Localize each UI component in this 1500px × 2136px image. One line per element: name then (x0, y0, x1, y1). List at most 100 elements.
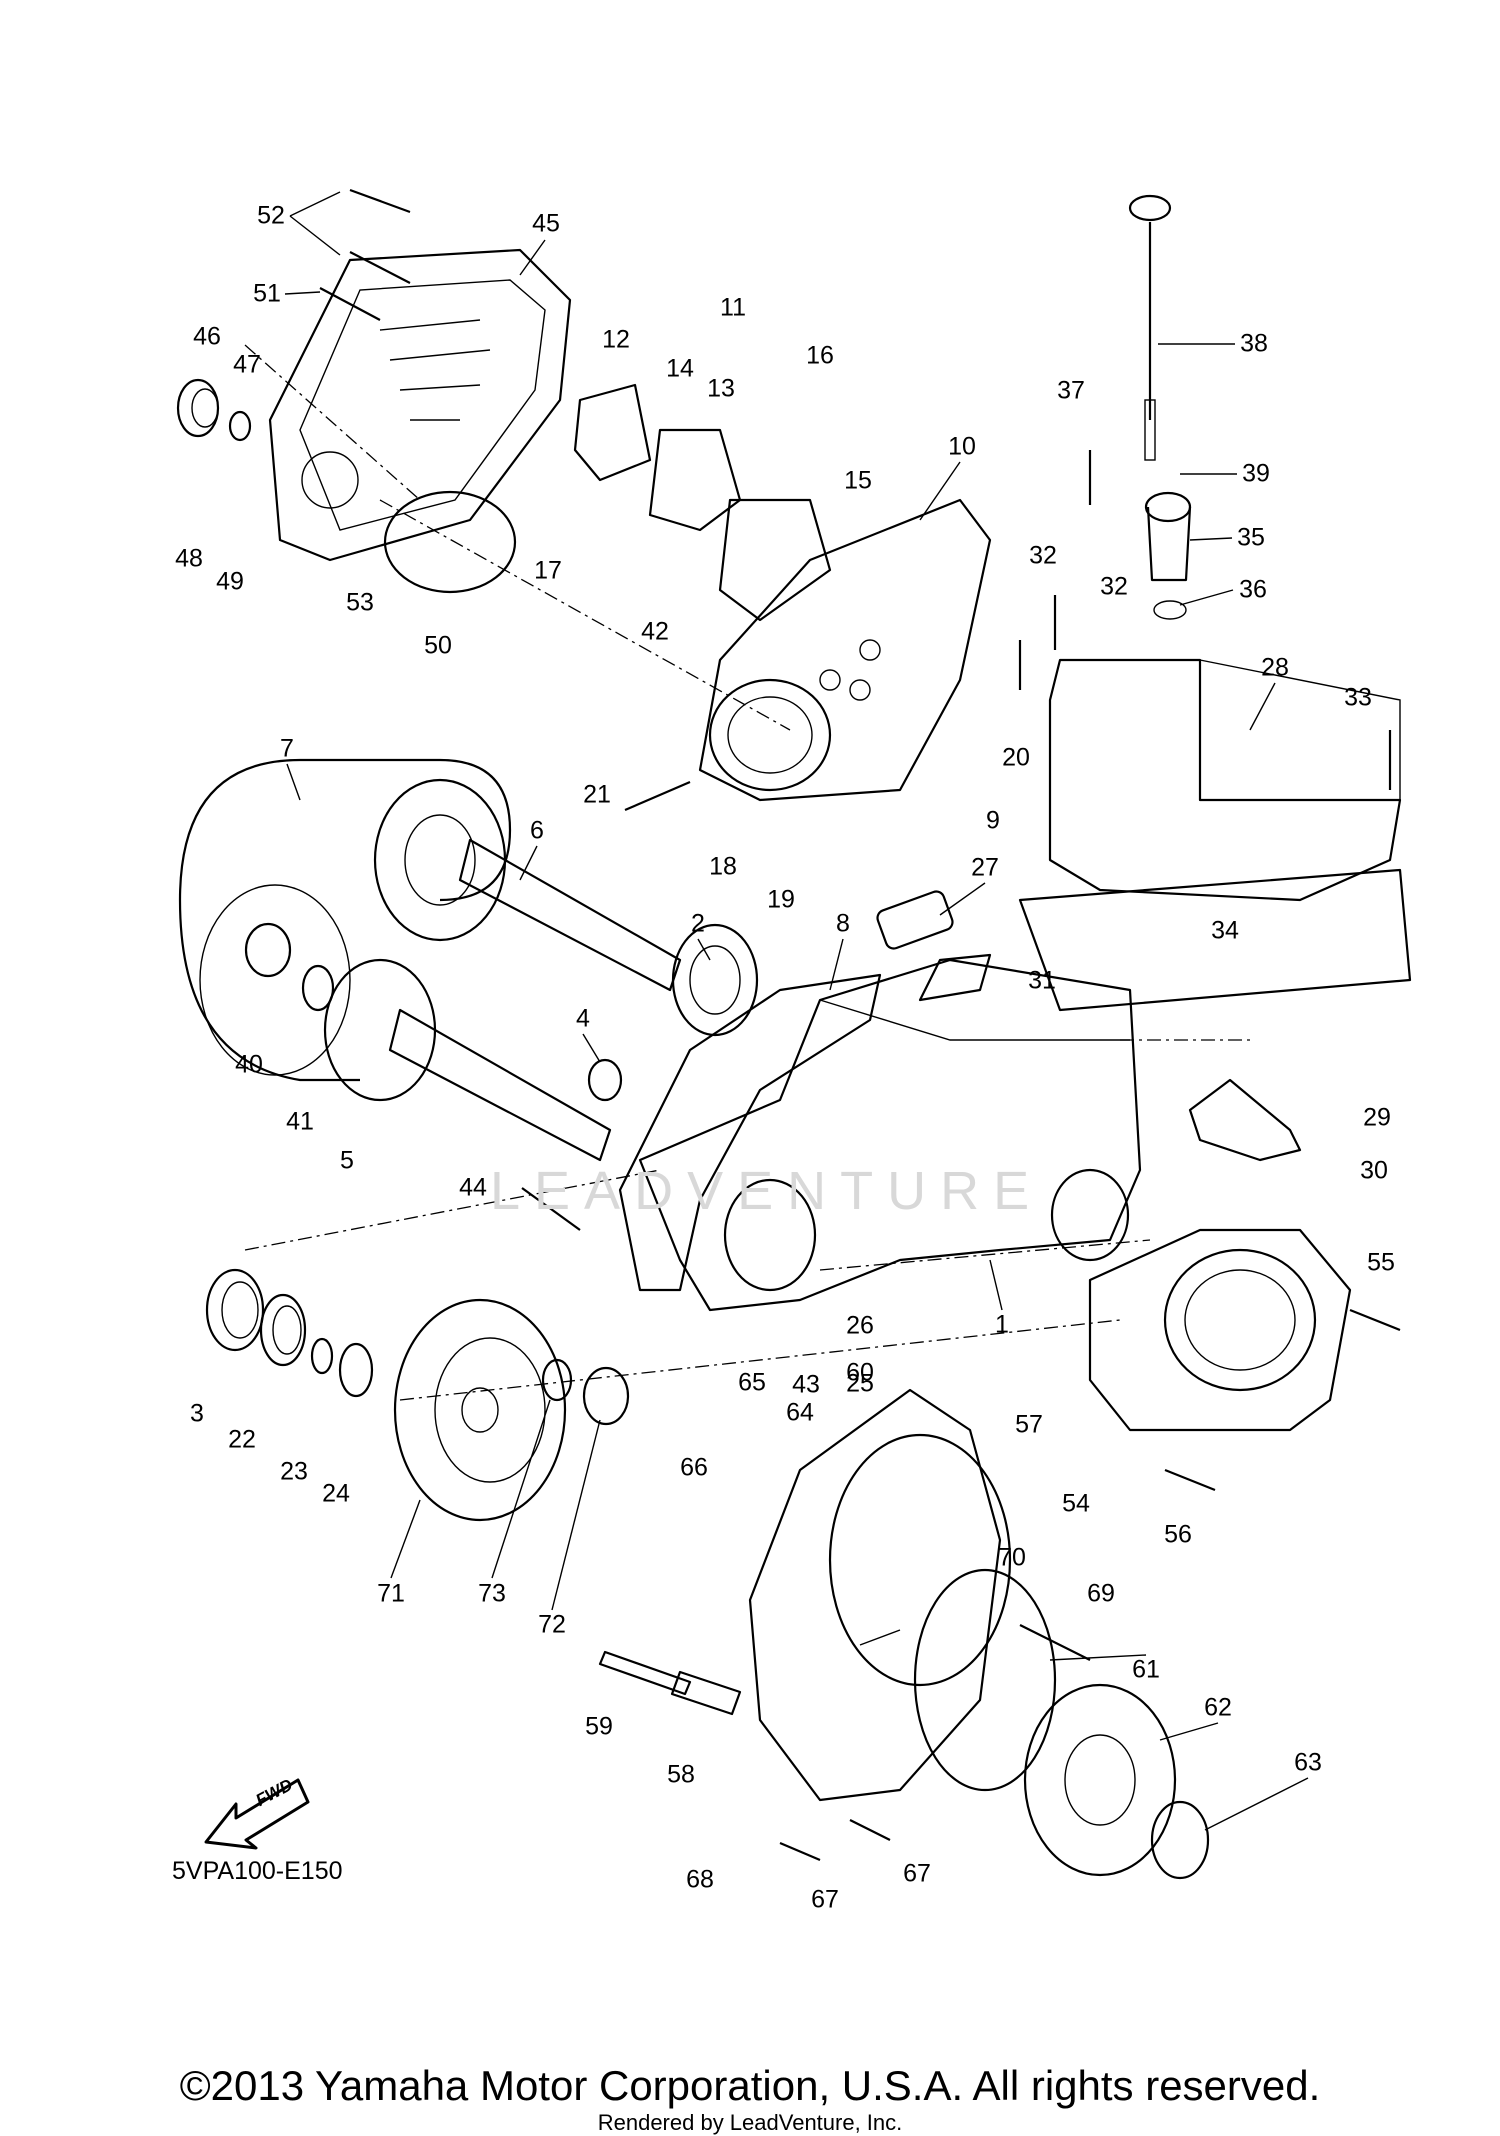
callout-number: 39 (1242, 459, 1270, 488)
inner-case-part-10 (698, 498, 992, 802)
callout-number: 15 (844, 466, 872, 495)
callout-number: 60 (846, 1358, 874, 1387)
callout-number: 68 (686, 1865, 714, 1894)
sprocket-shaft-part-6 (373, 778, 682, 992)
collar-part-24 (338, 1342, 374, 1398)
callout-number: 6 (530, 816, 544, 845)
callout-number: 42 (641, 617, 669, 646)
callout-number: 48 (175, 544, 203, 573)
seal-part-22 (259, 1293, 307, 1367)
callout-number: 72 (538, 1610, 566, 1639)
callout-number: 61 (1132, 1655, 1160, 1684)
callout-number: 38 (1240, 329, 1268, 358)
callout-number: 19 (767, 885, 795, 914)
callout-number: 45 (532, 209, 560, 238)
callout-number: 50 (424, 631, 452, 660)
diagram-code: 5VPA100-E150 (172, 1857, 343, 1885)
sprocket-shaft-part-5 (323, 958, 612, 1162)
callout-number: 52 (257, 201, 285, 230)
callout-number: 62 (1204, 1693, 1232, 1722)
callout-number: 2 (691, 909, 705, 938)
reference-lines (244, 320, 1250, 1401)
callout-number: 26 (846, 1311, 874, 1340)
callout-number: 35 (1237, 523, 1265, 552)
gasket-part-27 (876, 890, 954, 950)
ring-part-23 (310, 1337, 334, 1375)
callout-number: 59 (585, 1712, 613, 1741)
nut-part-40 (244, 922, 292, 978)
callout-number: 54 (1062, 1489, 1090, 1518)
collar-part-58 (670, 1670, 742, 1716)
leader-lines (284, 191, 1309, 1831)
callout-number: 12 (602, 325, 630, 354)
callout-number: 47 (233, 350, 261, 379)
callout-number: 14 (666, 354, 694, 383)
callout-number: 33 (1344, 683, 1372, 712)
drive-chain-part-7 (178, 758, 512, 1082)
pulley-cover-part-60 (748, 1388, 1012, 1802)
callout-number: 36 (1239, 575, 1267, 604)
bolt-parts (319, 188, 1401, 1862)
filler-neck-part-35 (1144, 491, 1192, 620)
transmission-case-part-1 (638, 953, 1142, 1312)
washer-part-73 (541, 1358, 573, 1402)
callout-number: 5 (340, 1146, 354, 1175)
callout-number: 53 (346, 588, 374, 617)
callout-number: 67 (903, 1859, 931, 1888)
callout-number: 63 (1294, 1748, 1322, 1777)
rendered-by-note: Rendered by LeadVenture, Inc. (597, 2110, 903, 2135)
callout-number: 64 (786, 1398, 814, 1427)
callout-number: 70 (998, 1543, 1026, 1572)
callout-number: 58 (667, 1760, 695, 1789)
callout-number: 7 (280, 734, 294, 763)
callout-number: 34 (1211, 916, 1239, 945)
callout-number: 49 (216, 567, 244, 596)
callout-number: 67 (811, 1885, 839, 1914)
gasket-part-8 (618, 973, 882, 1292)
guard-part-62 (1023, 1683, 1177, 1877)
pump-assembly-part-11 (573, 383, 832, 622)
callout-number: 18 (709, 852, 737, 881)
callout-number: 31 (1028, 966, 1056, 995)
callout-number: 69 (1087, 1579, 1115, 1608)
oil-seal-part-3 (205, 1268, 265, 1352)
watermark-text: LEADVENTURE (490, 1161, 1044, 1221)
outer-cover-part-45 (268, 248, 572, 562)
callout-number: 44 (459, 1173, 487, 1202)
callout-number: 46 (193, 322, 221, 351)
nut-part-72 (582, 1366, 630, 1426)
callout-number: 17 (534, 556, 562, 585)
callout-number: 1 (995, 1310, 1009, 1339)
callout-number: 10 (948, 432, 976, 461)
pulley-part-71 (393, 1298, 567, 1522)
callout-number: 28 (1261, 653, 1289, 682)
bracket-part-29 (1188, 1078, 1302, 1162)
callout-number: 9 (986, 806, 1000, 835)
callout-number: 24 (322, 1479, 350, 1508)
plug-part-46 (176, 378, 220, 438)
callout-number: 40 (235, 1050, 263, 1079)
callout-number: 4 (576, 1004, 590, 1033)
pin-part-59 (598, 1650, 692, 1696)
o-ring-part-50 (383, 490, 517, 594)
copyright-notice: ©2013 Yamaha Motor Corporation, U.S.A. A… (179, 2062, 1321, 2109)
washer-part-41 (301, 964, 335, 1012)
callout-number: 29 (1363, 1103, 1391, 1132)
housing-part-54 (1088, 1228, 1352, 1432)
callout-number: 22 (228, 1425, 256, 1454)
seal-part-61 (913, 1568, 1057, 1792)
callout-number: 16 (806, 341, 834, 370)
callout-number: 56 (1164, 1520, 1192, 1549)
callout-number: 20 (1002, 743, 1030, 772)
callout-number: 25 (846, 1369, 874, 1398)
callout-number: 8 (836, 909, 850, 938)
callout-number: 66 (680, 1453, 708, 1482)
cap-part-4 (587, 1058, 623, 1102)
callout-number: 27 (971, 853, 999, 882)
callout-number: 13 (707, 374, 735, 403)
callout-number: 51 (253, 279, 281, 308)
callout-number: 30 (1360, 1156, 1388, 1185)
bearing-part-2 (671, 923, 759, 1037)
callout-number: 23 (280, 1457, 308, 1486)
